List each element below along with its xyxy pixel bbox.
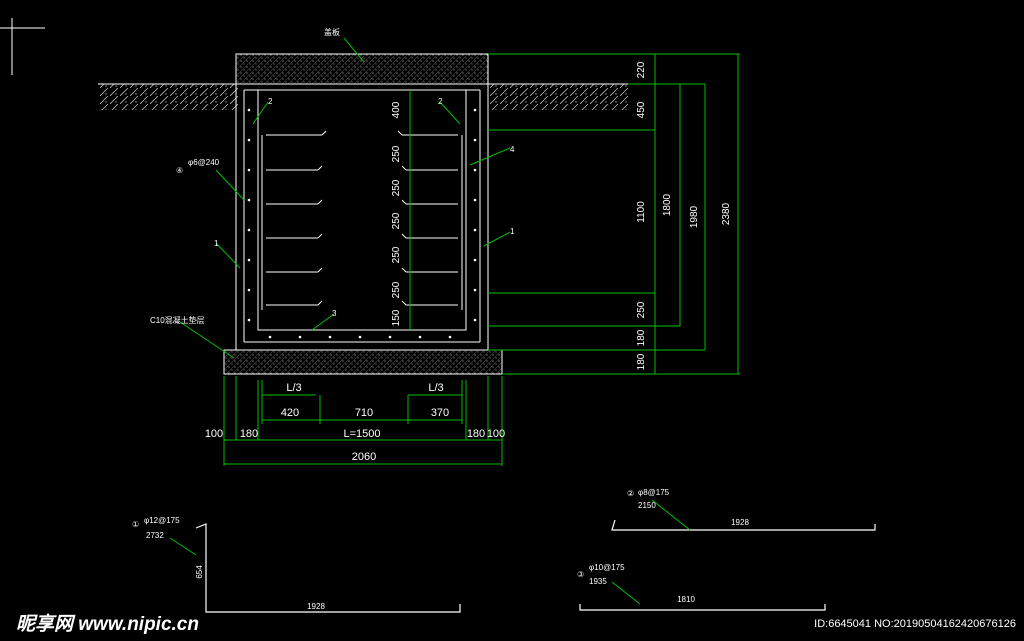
rebar-leaders (169, 499, 691, 605)
bar4-spec: φ6@240 (188, 158, 220, 167)
ground-soil (98, 83, 628, 110)
bar-num-3: 3 (332, 309, 337, 318)
dim-l3-right: L/3 (428, 382, 443, 394)
dim-250-a: 250 (391, 145, 402, 162)
dim-100-right: 100 (487, 428, 505, 440)
dim-1980: 1980 (689, 205, 700, 228)
watermark-brand: 昵享网 www.nipic.cn (16, 613, 199, 635)
dim-180-right: 180 (467, 428, 485, 440)
dim-400: 400 (391, 101, 402, 118)
dim-250-right: 250 (636, 301, 647, 318)
dim-100-left: 100 (205, 428, 223, 440)
rebar3-id: ③ (577, 570, 584, 579)
leader-lines (179, 37, 511, 359)
channel-walls (235, 83, 489, 351)
rebar1-id: ① (132, 520, 139, 529)
bar-num-1-left: 1 (214, 239, 219, 248)
dim-250-c: 250 (391, 212, 402, 229)
dim-370: 370 (431, 407, 449, 419)
rebar2-len: 2150 (638, 501, 656, 510)
bar4-mark: ④ (176, 166, 183, 175)
rebar2-spec: φ8@175 (638, 488, 670, 497)
rebar1-spec: φ12@175 (144, 516, 180, 525)
dim-1100: 1100 (636, 201, 647, 223)
rebar3-len: 1935 (589, 577, 607, 586)
bar-num-4: 4 (510, 145, 515, 154)
bar-num-1-right: 1 (510, 227, 515, 236)
cover-slab (235, 53, 489, 85)
dim-220: 220 (636, 61, 647, 78)
rebar1-base: 1928 (307, 602, 325, 611)
cover-label: 盖板 (324, 27, 340, 37)
bar-num-2-left: 2 (268, 97, 273, 106)
cushion-label: C10混凝土垫层 (150, 315, 205, 325)
rebar1-leg: 654 (195, 565, 204, 579)
bottom-dimensions (223, 376, 503, 466)
watermark-id: ID:6645041 NO:20190504162420676126 (814, 618, 1016, 630)
dim-710: 710 (355, 407, 373, 419)
corner-cursor (0, 18, 45, 75)
dim-180-a: 180 (636, 329, 647, 346)
dim-250-d: 250 (391, 246, 402, 263)
dim-250-e: 250 (391, 281, 402, 298)
support-brackets (261, 130, 463, 310)
bar-num-2-right: 2 (438, 97, 443, 106)
rebar3-base: 1810 (677, 595, 695, 604)
dim-2380: 2380 (721, 202, 732, 225)
rebar-shapes (195, 519, 876, 613)
rebar2-id: ② (627, 489, 634, 498)
dim-span: L=1500 (343, 428, 380, 440)
rebar2-base: 1928 (731, 518, 749, 527)
rebar3-spec: φ10@175 (589, 563, 625, 572)
dim-450: 450 (636, 101, 647, 118)
c10-cushion (223, 349, 503, 375)
dim-l3-left: L/3 (286, 382, 301, 394)
dim-420: 420 (281, 407, 299, 419)
dim-250-b: 250 (391, 179, 402, 196)
dim-180-left: 180 (240, 428, 258, 440)
dim-1800: 1800 (662, 193, 673, 216)
right-dimensions (409, 53, 740, 375)
rebar1-len: 2732 (146, 531, 164, 540)
dim-total: 2060 (352, 451, 376, 463)
dim-150: 150 (391, 309, 402, 326)
dim-180-b: 180 (636, 353, 647, 370)
